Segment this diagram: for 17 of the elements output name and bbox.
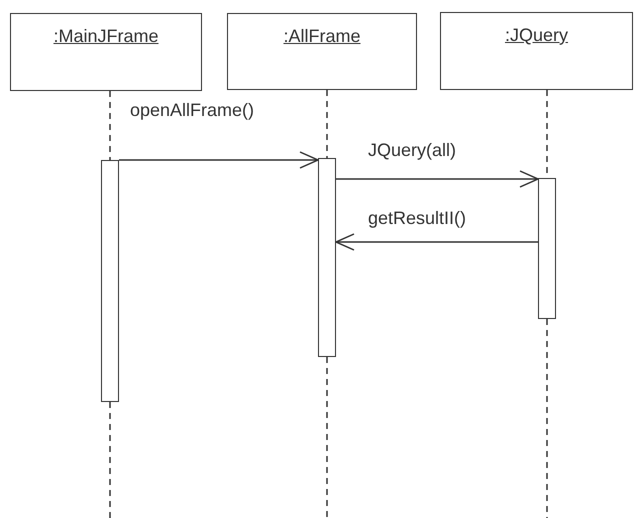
lifeline <box>109 402 111 518</box>
lifeline <box>109 91 111 160</box>
object-name: :AllFrame <box>283 26 360 46</box>
object-name: :JQuery <box>504 25 568 45</box>
activation-bar <box>318 158 336 357</box>
object-box <box>440 12 633 90</box>
object-box <box>10 13 202 91</box>
activation-bar <box>538 178 556 319</box>
message-arrow <box>119 151 319 169</box>
lifeline <box>546 319 548 518</box>
object-box <box>227 13 417 90</box>
message-arrow <box>335 233 538 251</box>
lifeline <box>326 357 328 518</box>
lifeline <box>326 90 328 158</box>
object-name: :MainJFrame <box>53 26 159 46</box>
activation-bar <box>101 160 119 402</box>
message-arrow <box>336 170 539 188</box>
